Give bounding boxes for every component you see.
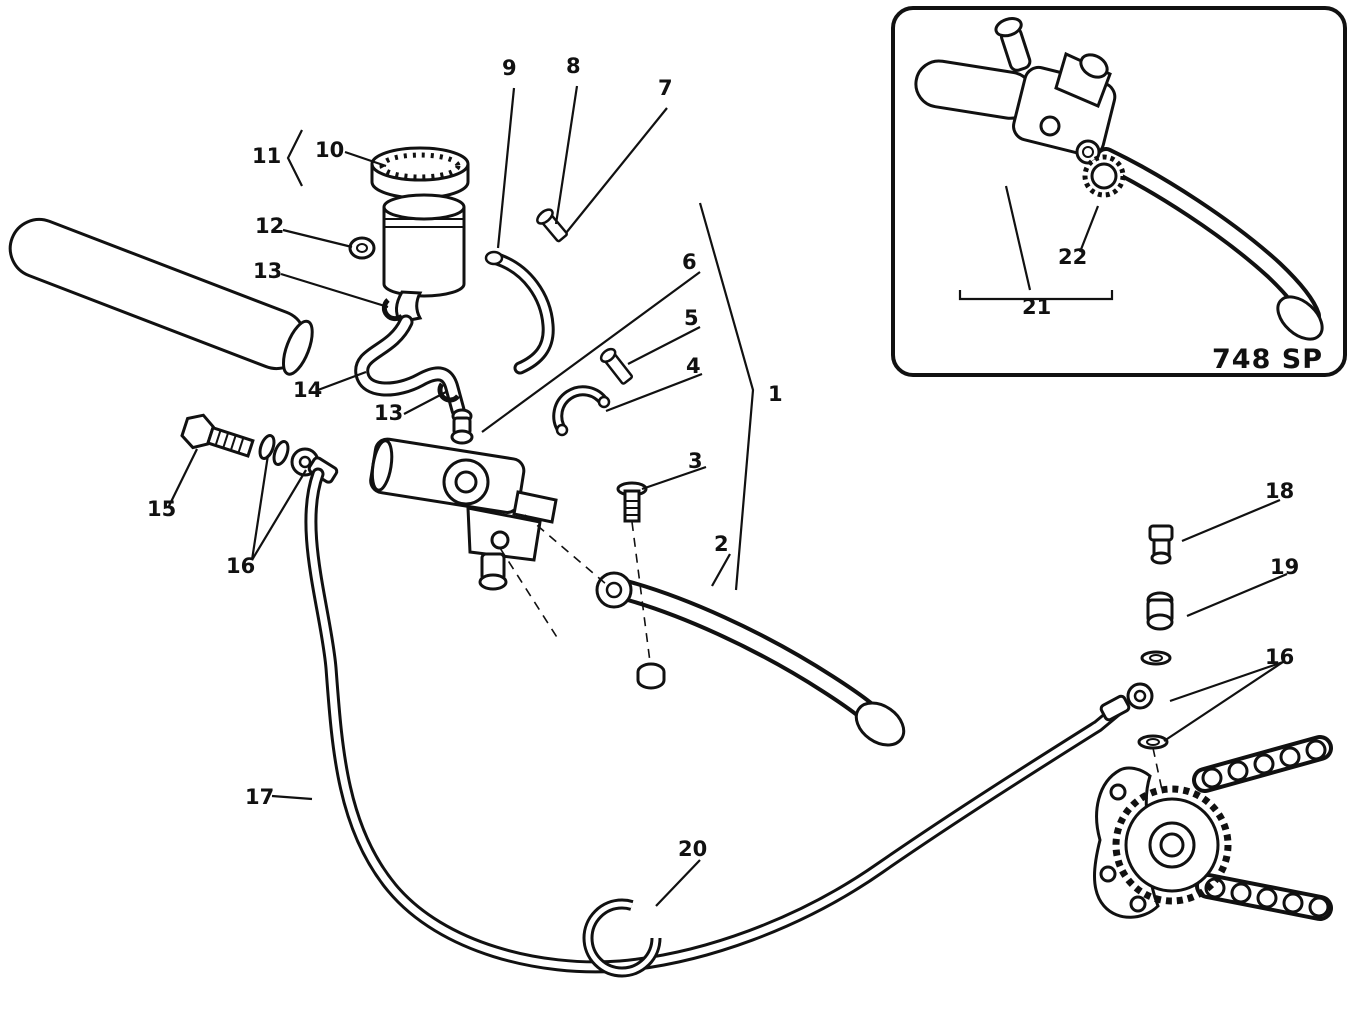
callout-8: 8: [566, 54, 581, 78]
callout-21: 21: [1022, 295, 1052, 319]
inset-model-label: 748 SP: [1212, 344, 1323, 375]
handlebar-tube: [8, 217, 314, 376]
callout-22: 22: [1058, 245, 1088, 269]
washers-left: [258, 434, 290, 466]
dashed-construction-lines: [499, 514, 1163, 791]
hose-clamp-upper: [381, 298, 404, 322]
reservoir-body: [382, 193, 466, 324]
callout-10: 10: [315, 138, 345, 162]
clutch-lever: [595, 571, 906, 747]
reservoir-mount-nut: [348, 236, 376, 260]
reservoir-bracket: [484, 250, 555, 375]
callout-12: 12: [255, 214, 285, 238]
callout-20: 20: [678, 837, 708, 861]
callout-17: 17: [245, 785, 275, 809]
callout-7: 7: [658, 76, 673, 100]
bracket-screw: [536, 208, 568, 243]
callout-1: 1: [768, 382, 783, 406]
clutch-hose: [304, 467, 1129, 974]
master-cylinder-body: [369, 437, 558, 591]
callout-5: 5: [684, 306, 699, 330]
hose-banjo-right: [1099, 682, 1154, 722]
inset-lever-assembly: [914, 17, 1324, 341]
callout-15: 15: [147, 497, 177, 521]
callout-11: 11: [252, 144, 282, 168]
callout-6: 6: [682, 250, 697, 274]
inset-panel: [891, 6, 1347, 377]
callout-16-left: 16: [226, 554, 256, 578]
washers-right: [1137, 650, 1172, 750]
clamp-screw: [599, 347, 634, 385]
clamp-half: [552, 385, 611, 437]
reservoir-cap: [370, 146, 470, 200]
hose-clamp-lower: [437, 382, 460, 403]
callout-4: 4: [686, 354, 701, 378]
bleed-fitting: [1148, 524, 1174, 565]
hose-nut: [1146, 591, 1174, 631]
leader-lines: [167, 85, 1288, 907]
pivot-bolt: [616, 481, 648, 523]
callout-16-right: 16: [1265, 645, 1295, 669]
callout-19: 19: [1270, 555, 1300, 579]
callout-13a: 13: [253, 259, 283, 283]
callout-18: 18: [1265, 479, 1295, 503]
callout-9: 9: [502, 56, 517, 80]
callout-3: 3: [688, 449, 703, 473]
chain: [1192, 735, 1333, 921]
sprocket-assembly: [1093, 766, 1232, 919]
callout-2: 2: [714, 532, 729, 556]
banjo-bolt: [180, 413, 255, 458]
pivot-nut: [636, 662, 666, 690]
callout-14: 14: [293, 378, 323, 402]
reservoir-hose: [354, 314, 466, 418]
inlet-fitting: [450, 408, 474, 445]
callout-13b: 13: [374, 401, 404, 425]
hose-clamp-clip: [582, 898, 662, 978]
